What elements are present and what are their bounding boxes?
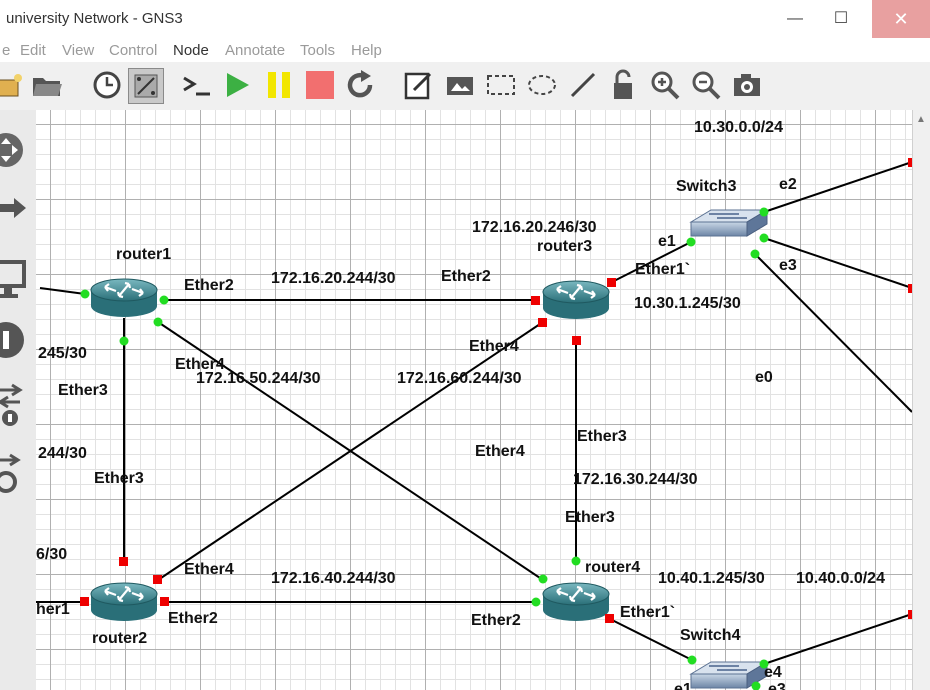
- menu-tools[interactable]: Tools: [300, 42, 336, 59]
- switches-icon[interactable]: [0, 194, 30, 234]
- draw-rectangle-icon[interactable]: [484, 68, 518, 102]
- all-devices-icon[interactable]: [0, 382, 28, 432]
- menu-node[interactable]: Node: [173, 42, 209, 59]
- draw-ellipse-icon[interactable]: [525, 68, 559, 102]
- draw-line-icon[interactable]: [566, 68, 600, 102]
- menu-file[interactable]: e: [2, 42, 11, 59]
- add-link-icon[interactable]: [0, 446, 26, 496]
- add-note-icon[interactable]: [402, 68, 436, 102]
- title-bar: university Network - GNS3 — ☐ ✕: [0, 0, 930, 38]
- stop-all-icon[interactable]: [303, 68, 337, 102]
- window-title: university Network - GNS3: [6, 10, 183, 27]
- security-devices-icon[interactable]: [0, 318, 28, 362]
- zoom-out-icon[interactable]: [689, 68, 723, 102]
- menu-edit[interactable]: Edit: [20, 42, 46, 59]
- screenshot-icon[interactable]: [730, 68, 764, 102]
- menu-help[interactable]: Help: [351, 42, 382, 59]
- new-project-icon[interactable]: [0, 68, 26, 102]
- end-devices-icon[interactable]: [0, 258, 30, 304]
- vertical-scrollbar[interactable]: ▲: [912, 110, 930, 690]
- insert-picture-icon[interactable]: [443, 68, 477, 102]
- show-interface-labels-icon[interactable]: [128, 68, 164, 104]
- suspend-all-icon[interactable]: [262, 68, 296, 102]
- start-all-icon[interactable]: [220, 68, 254, 102]
- device-panel: [0, 110, 37, 690]
- routers-icon[interactable]: [0, 128, 26, 172]
- reload-all-icon[interactable]: [344, 68, 378, 102]
- toolbar: [0, 62, 930, 110]
- menu-bar: e Edit View Control Node Annotate Tools …: [0, 38, 930, 62]
- scroll-up-icon[interactable]: ▲: [916, 114, 926, 125]
- maximize-button[interactable]: ☐: [833, 10, 849, 27]
- console-all-icon[interactable]: [180, 68, 214, 102]
- menu-annotate[interactable]: Annotate: [225, 42, 286, 59]
- topology-canvas[interactable]: [36, 110, 912, 690]
- menu-control[interactable]: Control: [109, 42, 158, 59]
- lock-icon[interactable]: [607, 68, 641, 102]
- snapshot-clock-icon[interactable]: [90, 68, 124, 102]
- minimize-button[interactable]: —: [787, 10, 803, 27]
- open-folder-icon[interactable]: [30, 68, 64, 102]
- zoom-in-icon[interactable]: [648, 68, 682, 102]
- menu-view[interactable]: View: [62, 42, 95, 59]
- close-button[interactable]: ✕: [872, 0, 930, 38]
